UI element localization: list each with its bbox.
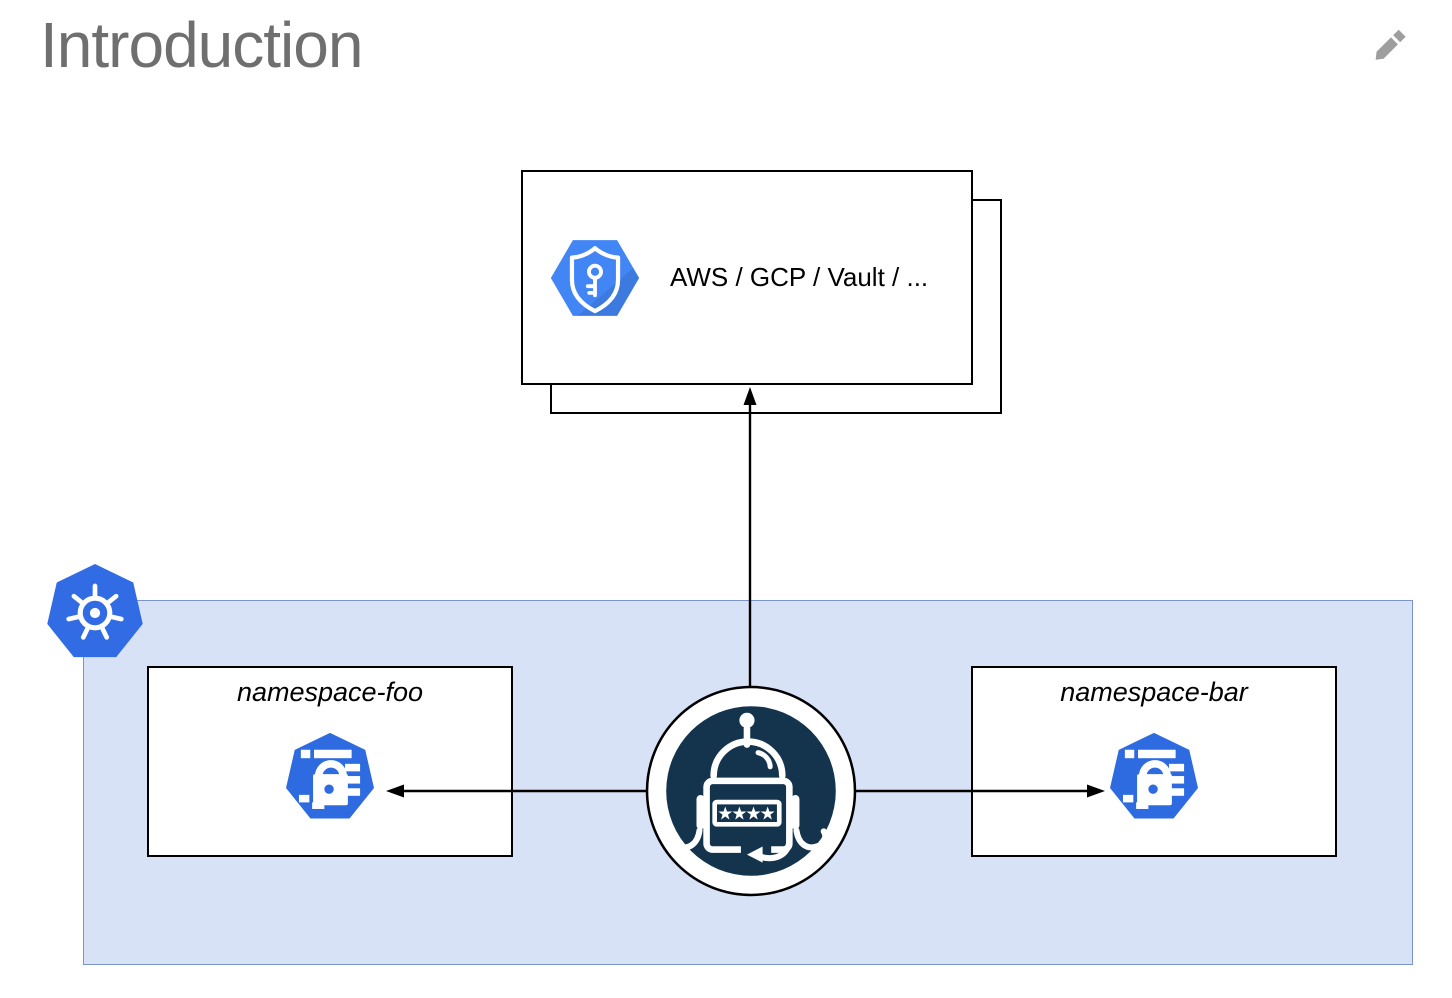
namespace-bar-label: namespace-bar [1060, 677, 1248, 707]
provider-label: AWS / GCP / Vault / ... [670, 262, 929, 292]
kubernetes-secret-icon [286, 732, 374, 819]
secret-icon [1107, 730, 1201, 824]
pencil-icon [1375, 29, 1406, 60]
namespace-foo-label: namespace-foo [236, 677, 424, 707]
hexagon-shield-key-icon [550, 239, 640, 316]
robot-refresh-arrowhead [746, 846, 763, 863]
kubernetes-secret-icon [1110, 732, 1198, 819]
provider-box: AWS / GCP / Vault / ... [521, 170, 973, 385]
kubernetes-icon [44, 558, 146, 666]
edit-button[interactable] [1363, 20, 1413, 74]
kubernetes-wheel-icon [47, 564, 143, 658]
namespace-foo-box: namespace-foo [147, 666, 513, 857]
secret-provider-icon [547, 230, 643, 326]
external-secrets-operator [644, 684, 858, 898]
secret-icon [283, 730, 377, 824]
namespace-bar-box: namespace-bar [971, 666, 1337, 857]
external-secrets-robot-icon [645, 685, 857, 897]
page-title: Introduction [40, 9, 363, 81]
password-asterisks [718, 806, 775, 820]
